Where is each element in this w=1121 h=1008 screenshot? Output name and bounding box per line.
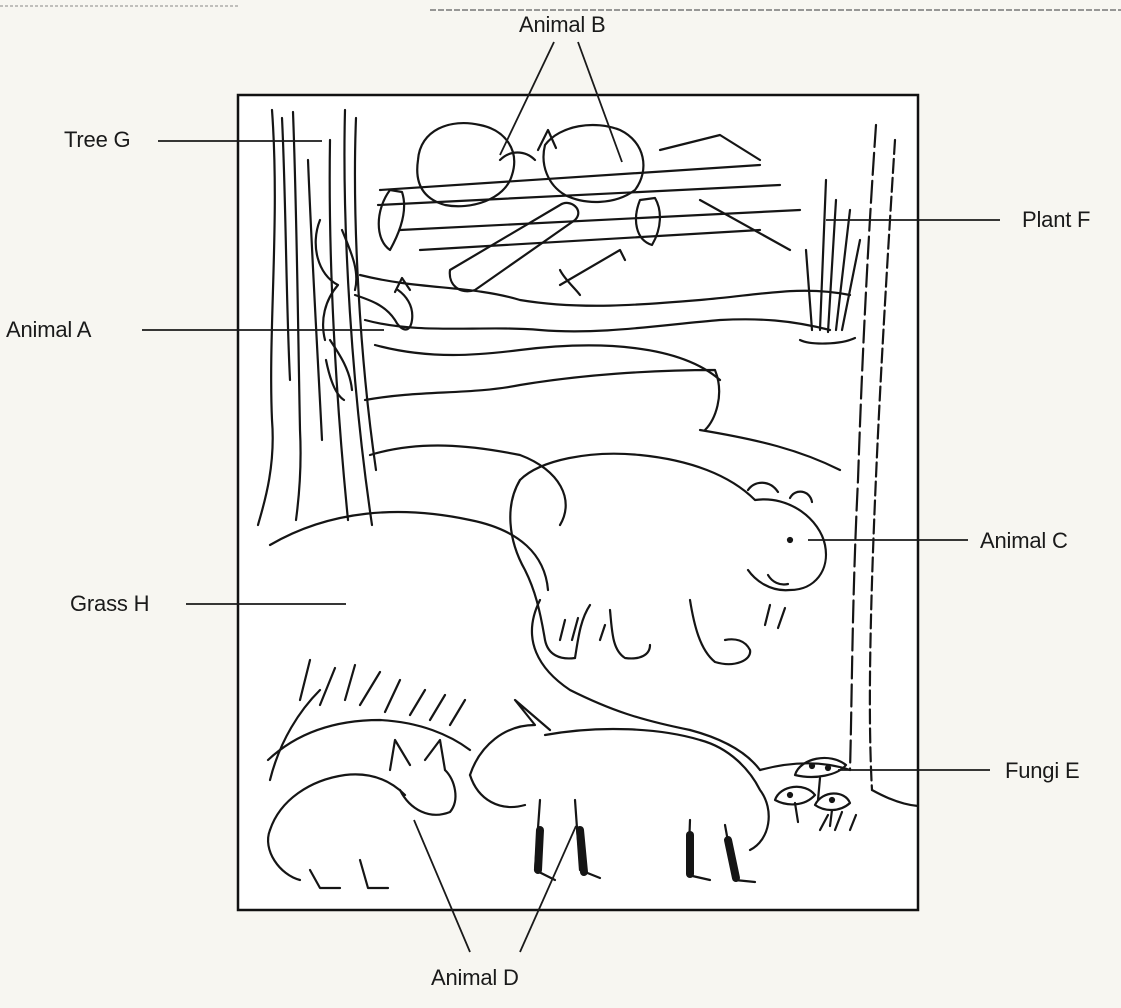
label-animal-b: Animal B [519,13,605,37]
label-plant-f: Plant F [1022,208,1090,232]
label-animal-d: Animal D [431,966,519,990]
label-grass-h: Grass H [70,592,149,616]
label-animal-c: Animal C [980,529,1068,553]
label-tree-g: Tree G [64,128,130,152]
label-fungi-e: Fungi E [1005,759,1079,783]
label-animal-a: Animal A [6,318,91,342]
